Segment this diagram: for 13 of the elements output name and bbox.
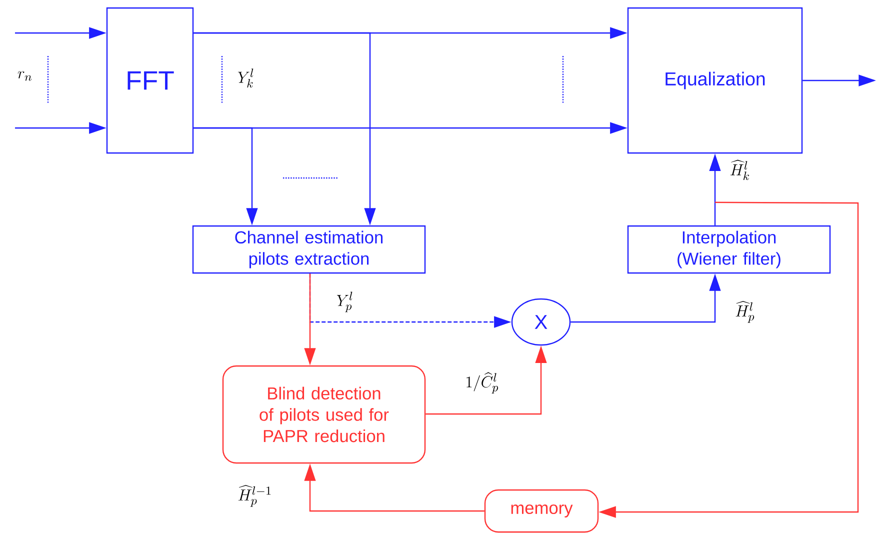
process-box: Channel estimation pilots extraction	[192, 225, 426, 274]
process-box: Blind detection of pilots used for PAPR reduction	[222, 365, 426, 464]
process-box: Equalization	[627, 7, 803, 154]
memory-box: memory	[484, 489, 599, 533]
edge-label: $\widehat{H}_k^l$	[730, 160, 749, 180]
process-box: FFT	[106, 7, 194, 154]
edge-label: $\widehat{H}_p^l$	[736, 300, 754, 323]
edge-label: $Y_p^l$	[336, 292, 352, 312]
edge-label: $1/\widehat{C}_p^l$	[466, 372, 498, 394]
signal-label: $r_n$	[18, 71, 32, 81]
process-box: Interpolation (Wiener filter)	[627, 225, 831, 274]
edge-label: $\widehat{H}_p^{l-1}$	[238, 484, 271, 507]
signal-label: $Y_k^l$	[238, 68, 254, 88]
